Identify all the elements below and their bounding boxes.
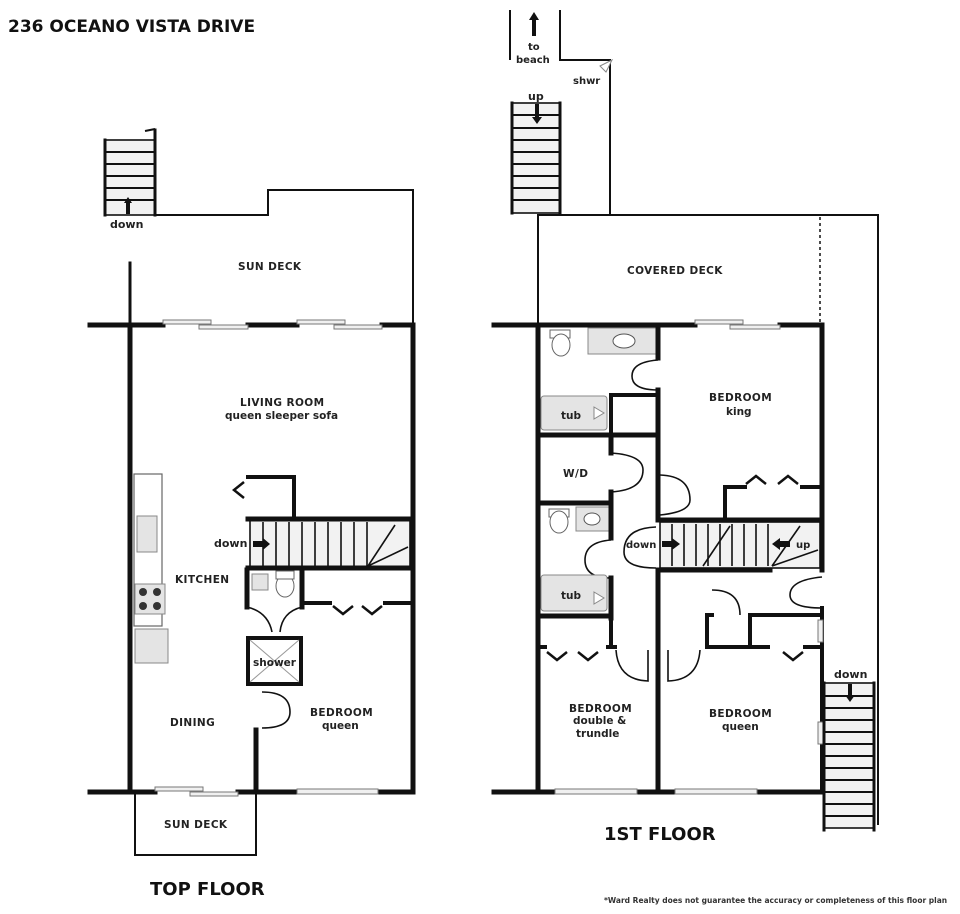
- page-title: 236 OCEANO VISTA DRIVE: [8, 17, 255, 37]
- path-label-beach: beach: [516, 55, 550, 66]
- floor-label-top: TOP FLOOR: [150, 879, 265, 900]
- exterior-stair-top: down: [103, 128, 157, 231]
- outdoor-shower-icon: [599, 58, 614, 73]
- arrow-up-icon: [124, 197, 132, 214]
- fixture-label-shower: shwr: [573, 76, 600, 87]
- stair-label-down: down: [110, 218, 143, 231]
- room-note-bedroom-double-2: trundle: [576, 728, 619, 740]
- room-label-living-room: LIVING ROOM: [240, 397, 324, 409]
- room-label-wd: W/D: [563, 468, 588, 480]
- stair-label-down: down: [626, 540, 656, 551]
- room-label-covered-deck: COVERED DECK: [627, 265, 723, 277]
- path-label-to: to: [528, 42, 540, 53]
- side-exterior-stair: down: [822, 668, 876, 832]
- arrow-down-icon: [532, 104, 542, 124]
- room-label-bedroom-king: BEDROOM: [709, 392, 772, 404]
- room-note-bedroom-queen: queen: [722, 721, 759, 733]
- arrow-left-icon: [772, 538, 790, 550]
- first-floor-plan: to beach shwr up COVERED DECK: [491, 10, 879, 845]
- interior-stair-top: down: [214, 516, 416, 571]
- room-label-sun-deck: SUN DECK: [238, 261, 302, 273]
- sink-icon: [136, 515, 158, 553]
- bathtub-icon: [540, 574, 608, 612]
- arrow-right-icon: [253, 538, 270, 550]
- stove-icon: [134, 583, 166, 615]
- arrow-right-icon: [662, 538, 680, 550]
- room-label-sun-deck: SUN DECK: [164, 819, 228, 831]
- room-label-bedroom: BEDROOM: [310, 707, 373, 719]
- disclaimer: *Ward Realty does not guarantee the accu…: [604, 896, 947, 905]
- room-note-bedroom: queen: [322, 720, 359, 732]
- room-label-dining: DINING: [170, 717, 215, 729]
- arrow-up-icon: [529, 12, 539, 36]
- stair-label-up: up: [528, 90, 544, 103]
- stair-label-down: down: [834, 668, 867, 681]
- stair-label-up: up: [796, 540, 810, 551]
- sink-icon: [251, 573, 269, 591]
- room-label-bedroom-queen: BEDROOM: [709, 708, 772, 720]
- floor-label-first: 1ST FLOOR: [604, 824, 716, 845]
- room-label-kitchen: KITCHEN: [175, 574, 229, 586]
- room-label-bedroom-double: BEDROOM: [569, 703, 632, 715]
- room-note-living-room: queen sleeper sofa: [225, 410, 338, 422]
- kitchen-counter: [133, 473, 163, 627]
- sun-deck-outline: [134, 792, 257, 856]
- bathtub-icon: [540, 395, 608, 431]
- exterior-stair-first: up: [510, 90, 562, 215]
- room-note-bedroom-king: king: [726, 406, 752, 418]
- top-floor-plan: down SUN DECK LIVING ROOM queen sleeper …: [87, 128, 416, 900]
- fridge-icon: [134, 628, 169, 664]
- arrow-down-icon: [845, 684, 855, 702]
- interior-stair-first: down up: [626, 517, 825, 573]
- stair-label-down: down: [214, 537, 247, 550]
- fixture-label-tub: tub: [561, 410, 581, 422]
- fixture-label-tub: tub: [561, 590, 581, 602]
- fixture-label-shower: shower: [253, 657, 297, 669]
- sun-deck-outline: [155, 189, 414, 325]
- room-note-bedroom-double-1: double &: [573, 715, 626, 727]
